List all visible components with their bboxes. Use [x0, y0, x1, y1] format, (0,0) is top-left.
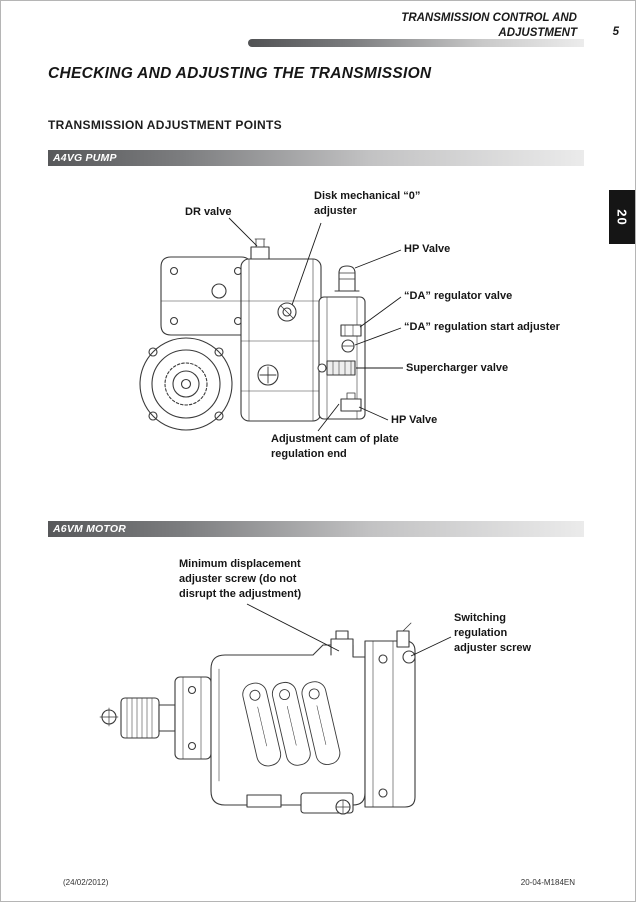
label-da-regulator-valve: “DA” regulator valve — [404, 290, 513, 302]
banner-a6vm-motor: A6VM MOTOR — [48, 521, 584, 537]
chapter-number: 20 — [614, 208, 630, 226]
label-switching-regulation-screw: Switching regulation adjuster screw — [454, 612, 532, 654]
label-hp-valve-top: HP Valve — [404, 243, 451, 255]
header-page-number: 5 — [612, 26, 619, 38]
footer-doc-code: 20-04-M184EN — [520, 878, 575, 887]
label-dr-valve: DR valve — [185, 206, 232, 218]
label-disk-adjuster: Disk mechanical “0” adjuster — [314, 190, 421, 217]
page-title: CHECKING AND ADJUSTING THE TRANSMISSION — [48, 65, 432, 82]
chapter-tab: 20 — [609, 190, 635, 244]
label-supercharger-valve: Supercharger valve — [406, 362, 509, 374]
banner-a4vg-pump: A4VG PUMP — [48, 150, 584, 166]
section-heading: TRANSMISSION ADJUSTMENT POINTS — [48, 118, 282, 132]
header-rule — [248, 39, 584, 47]
header-title: TRANSMISSION CONTROL AND ADJUSTMENT — [401, 12, 577, 39]
footer-date: (24/02/2012) — [63, 878, 109, 887]
label-da-start-adjuster: “DA” regulation start adjuster — [404, 321, 560, 333]
motor-diagram — [99, 622, 416, 815]
label-min-displacement-screw: Minimum displacement adjuster screw (do … — [179, 558, 302, 600]
pump-diagram — [139, 238, 366, 431]
label-hp-valve-bottom: HP Valve — [391, 414, 438, 426]
label-adjustment-cam: Adjustment cam of plate regulation end — [271, 433, 399, 460]
